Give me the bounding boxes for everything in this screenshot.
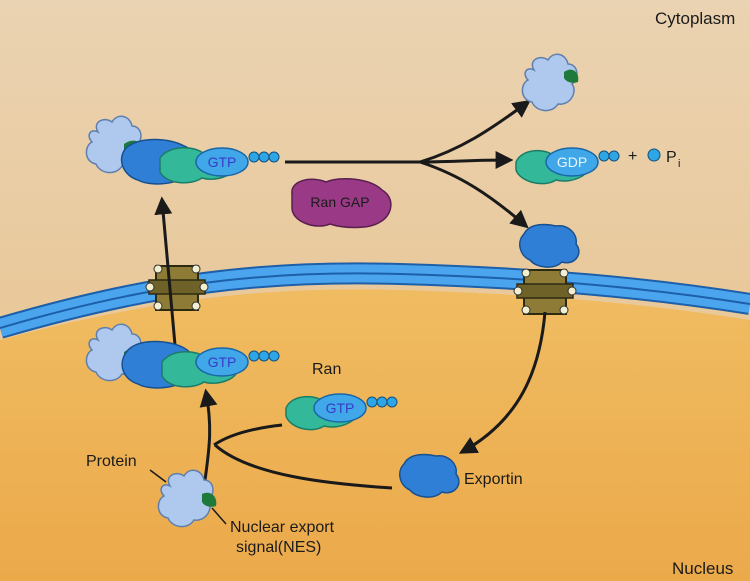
nuclear-protein: [149, 469, 227, 528]
gtp-label: GTP: [208, 354, 237, 370]
gdp-label: GDP: [557, 154, 587, 170]
exportin-label: Exportin: [464, 471, 523, 488]
arrow-release-protein: [419, 99, 531, 164]
nuclear-pore-right: [513, 268, 577, 315]
nes-leader-line: [211, 507, 227, 525]
gtp-oval: [313, 393, 367, 423]
nuclear-export-complex: GTP: [85, 323, 280, 389]
nes-label-line1: Nuclear export: [230, 519, 335, 536]
ran-gdp: GDP + P i: [515, 147, 680, 185]
arrow-ran-joins: [213, 423, 283, 447]
phosphate-dot: [376, 396, 388, 408]
arrow-complex-export: [154, 196, 177, 346]
released-protein: [521, 53, 579, 112]
ran-gap: Ran GAP: [291, 177, 392, 229]
plus-sign: +: [628, 148, 637, 165]
phosphate-dot: [248, 151, 260, 163]
nucleus-label: Nucleus: [672, 559, 733, 578]
phosphate-dot: [386, 396, 398, 408]
phosphate-dot: [258, 151, 270, 163]
gdp-oval: [545, 147, 599, 177]
phosphate-dot: [608, 150, 620, 162]
nes-label-line2: signal(NES): [236, 539, 321, 556]
gtp-oval: [195, 347, 249, 377]
arrow-exportin-return: [458, 311, 547, 454]
gtp-label: GTP: [208, 154, 237, 170]
nuclear-envelope: [0, 262, 750, 339]
phosphate-dot: [268, 151, 280, 163]
phosphate-label: P: [666, 149, 677, 166]
protein-blob: [157, 469, 214, 528]
phosphate-dot: [248, 350, 260, 362]
gtp-label: GTP: [326, 400, 355, 416]
phosphate-dot: [268, 350, 280, 362]
phosphate-dot: [366, 396, 378, 408]
cycle-arrows: [154, 99, 547, 490]
released-exportin: [519, 223, 580, 268]
arrow-release-exportin: [419, 160, 529, 229]
gtp-oval: [195, 147, 249, 177]
ran-gap-label: Ran GAP: [310, 194, 369, 210]
phosphate-subscript: i: [678, 158, 680, 170]
protein-leader-line: [149, 469, 167, 483]
protein-label: Protein: [86, 453, 137, 470]
nuclear-pore-left: [145, 264, 209, 311]
nes-tag: [202, 492, 217, 507]
released-phosphate-dot: [647, 148, 661, 162]
arrow-protein-to-complex: [199, 388, 218, 481]
ran-label: Ran: [312, 361, 341, 378]
cytoplasm-label: Cytoplasm: [655, 9, 735, 28]
nes-tag: [564, 69, 579, 83]
nuclear-exportin: [399, 453, 460, 498]
free-ran-gtp: Ran GTP: [285, 361, 398, 431]
arrow-hydrolysis-main: [285, 151, 514, 170]
arrow-exportin-joins: [214, 443, 393, 490]
cytoplasm-export-complex: GTP: [85, 115, 280, 185]
phosphate-dot: [598, 150, 610, 162]
phosphate-dot: [258, 350, 270, 362]
